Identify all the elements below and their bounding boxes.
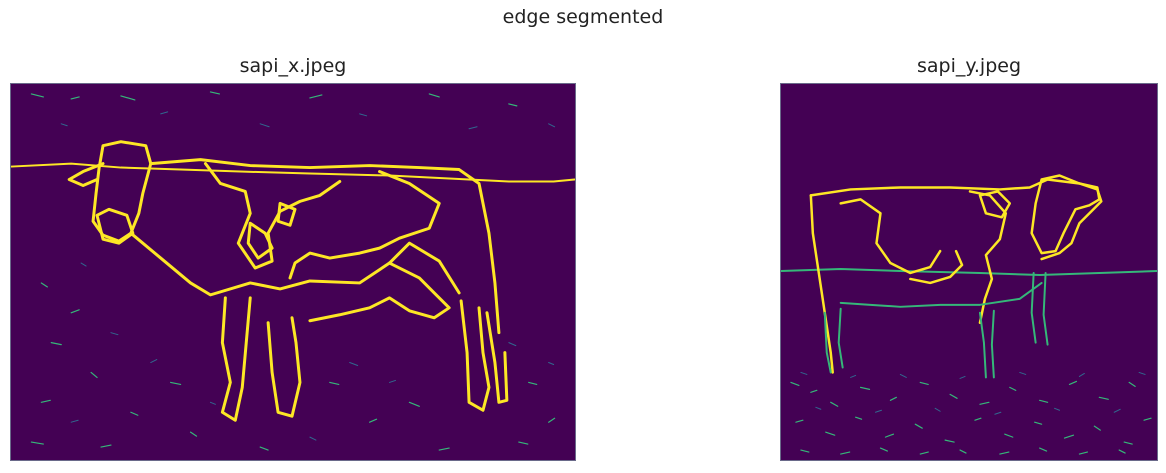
- cow-leg-edge-2: [266, 316, 302, 418]
- cow-leg-edge-1: [220, 296, 252, 422]
- cow-rear-edge: [809, 194, 834, 374]
- horizon-edge: [11, 162, 575, 183]
- cow-patch-edge-2: [968, 190, 1008, 324]
- cow-patch-edge-1: [203, 162, 342, 270]
- grass-edge-noise: [790, 380, 1152, 455]
- edge-drawing-right: [781, 174, 1157, 455]
- cow-patch-edge-2: [288, 170, 441, 280]
- cow-leg-edge-1: [823, 307, 844, 374]
- cow-head-edge: [1030, 174, 1101, 255]
- cow-leg-edge-3: [1030, 271, 1049, 346]
- panel-title-left: sapi_x.jpeg: [239, 55, 347, 77]
- cow-leg-edge-4: [485, 311, 509, 404]
- grass-edge-weak: [60, 111, 556, 441]
- cow-leg-edge-2: [978, 309, 995, 379]
- edge-image-left: [10, 83, 576, 461]
- cow-leg-edge-3: [459, 299, 491, 412]
- cow-patch-edge-1: [839, 198, 942, 275]
- cow-udder-edge: [308, 261, 451, 323]
- cow-patch-edge-4: [909, 249, 964, 285]
- cow-patch-edge-4: [276, 201, 297, 227]
- horizon-edge: [781, 268, 1157, 276]
- grass-edge-noise: [30, 91, 556, 451]
- cow-patch-edge-3: [246, 221, 274, 260]
- figure-title: edge segmented: [502, 6, 664, 28]
- cow-ear-edge: [67, 162, 105, 187]
- cow-belly-edge: [839, 281, 1043, 308]
- cow-patch-edge-3: [978, 190, 1012, 219]
- cow-head-edge: [91, 140, 153, 243]
- edge-image-right: [780, 83, 1158, 461]
- cow-belly-edge: [129, 231, 461, 297]
- panel-title-right: sapi_y.jpeg: [916, 55, 1022, 77]
- grass-edge-weak: [800, 371, 1146, 415]
- cow-back-edge: [149, 158, 501, 335]
- edge-drawing-left: [11, 91, 575, 451]
